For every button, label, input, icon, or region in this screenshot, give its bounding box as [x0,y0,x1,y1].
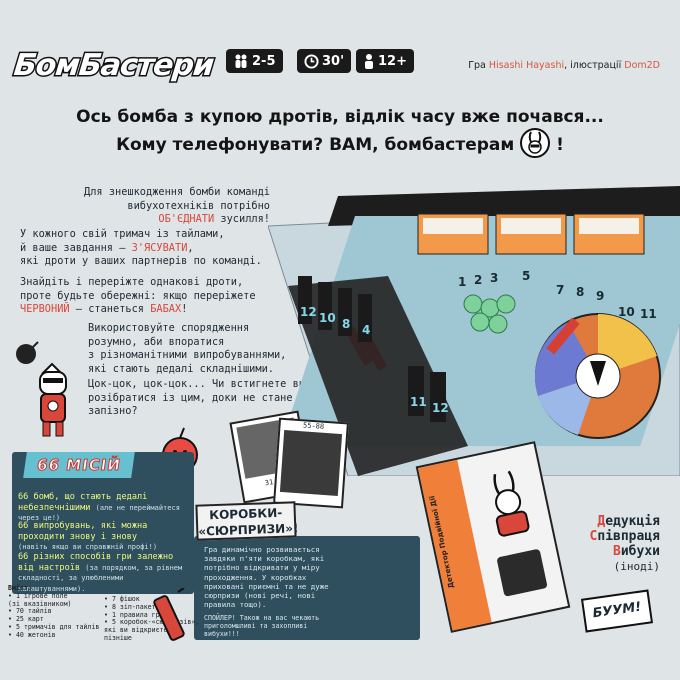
players-badge: 2-5 [226,49,283,73]
missions-bullet-2: 66 випробувань, які можна проходити знов… [18,521,158,551]
clock-icon [304,53,319,69]
box-contents-left: Вміст: • 1 ігрове поле (зі вказівником) … [8,584,100,639]
svg-text:8: 8 [576,285,584,299]
dynamite-icon [153,588,185,641]
missions-title: 66 МІСІЙ [23,452,135,478]
svg-text:10: 10 [319,311,336,325]
headline: Ось бомба з купою дротів, відлік часу вж… [40,104,640,160]
headline-line-1: Ось бомба з купою дротів, відлік часу вж… [76,107,604,127]
svg-text:4: 4 [362,323,370,337]
game-logo: БомБастери [11,47,217,85]
person-icon [365,54,373,69]
players-count: 2-5 [252,53,276,69]
svg-text:2: 2 [474,273,482,287]
svg-text:5: 5 [522,269,530,283]
author-name: Hisashi Hayashi [488,60,565,71]
detector-device-icon [496,548,548,597]
story-paragraph-5: Цок-цок, цок-цок... Чи встигнете ви розі… [88,378,305,417]
play-time: 30' [322,53,345,69]
missions-bullet-3: 66 різних способів гри залежно від настр… [18,552,183,593]
headline-line-2: Кому телефонувати? ВАМ, бомбастерам ! [40,128,640,160]
missions-bullet-1: 66 бомб, що стають дедалі небезпечнішими… [18,492,180,522]
bunny-hero-icon [493,470,530,537]
illustrator-name: Dom2D [624,60,660,71]
svg-text:9: 9 [596,289,604,303]
story-paragraph-3: Знайдіть і переріжте однакові дроти, про… [20,276,256,315]
rack-tiles: 12 10 8 4 11 12 [298,276,449,422]
surprise-boxes-title: КОРОБКИ- «СЮРПРИЗИ»! [195,501,299,541]
keywords: Дедукція Співпраця Вибухи (іноді) [589,514,660,573]
svg-text:1: 1 [458,275,466,289]
svg-text:11: 11 [640,307,657,321]
svg-text:11: 11 [410,395,427,409]
equipment-card: Детектор Подвійної Дії [415,441,571,633]
dial-spinner [534,313,661,439]
box-contents-right: • 7 фішок • 8 зіп-пакетиків • 1 правила … [104,595,200,642]
surprise-boxes-spoiler: СПОЙЛЕР! Також на вас чекають приголомшл… [204,614,320,638]
time-badge: 30' [297,49,352,73]
players-icon [235,54,247,68]
svg-text:8: 8 [342,317,350,331]
bomb-mascot-illustration [16,341,67,437]
green-tokens [463,294,516,334]
surprise-boxes-panel [194,536,420,640]
bunny-mascot-icon [520,128,551,158]
story-paragraph-4: Використовуйте спорядження розумно, аби … [88,322,287,375]
character-card-2: 55-88 [273,417,349,509]
surprise-boxes-text: Гра динамічно розвивається завдяки п'яти… [204,545,329,610]
credits: Гра Hisashi Hayashi, ілюстрації Dom2D [468,60,660,71]
age-rating: 12+ [378,53,407,69]
age-badge: 12+ [356,49,414,73]
svg-text:12: 12 [432,401,449,415]
story-paragraph-1: Для знешкодження бомби команді вибухотех… [84,186,270,225]
boom-stamp: БУУМ! [580,589,654,633]
svg-text:3: 3 [490,271,498,285]
svg-text:10: 10 [618,305,635,319]
svg-text:12: 12 [300,305,317,319]
mission-cards [417,213,645,255]
svg-text:7: 7 [556,283,564,297]
story-paragraph-2: У кожного свій тримач із тайлами, й ваше… [20,228,262,267]
